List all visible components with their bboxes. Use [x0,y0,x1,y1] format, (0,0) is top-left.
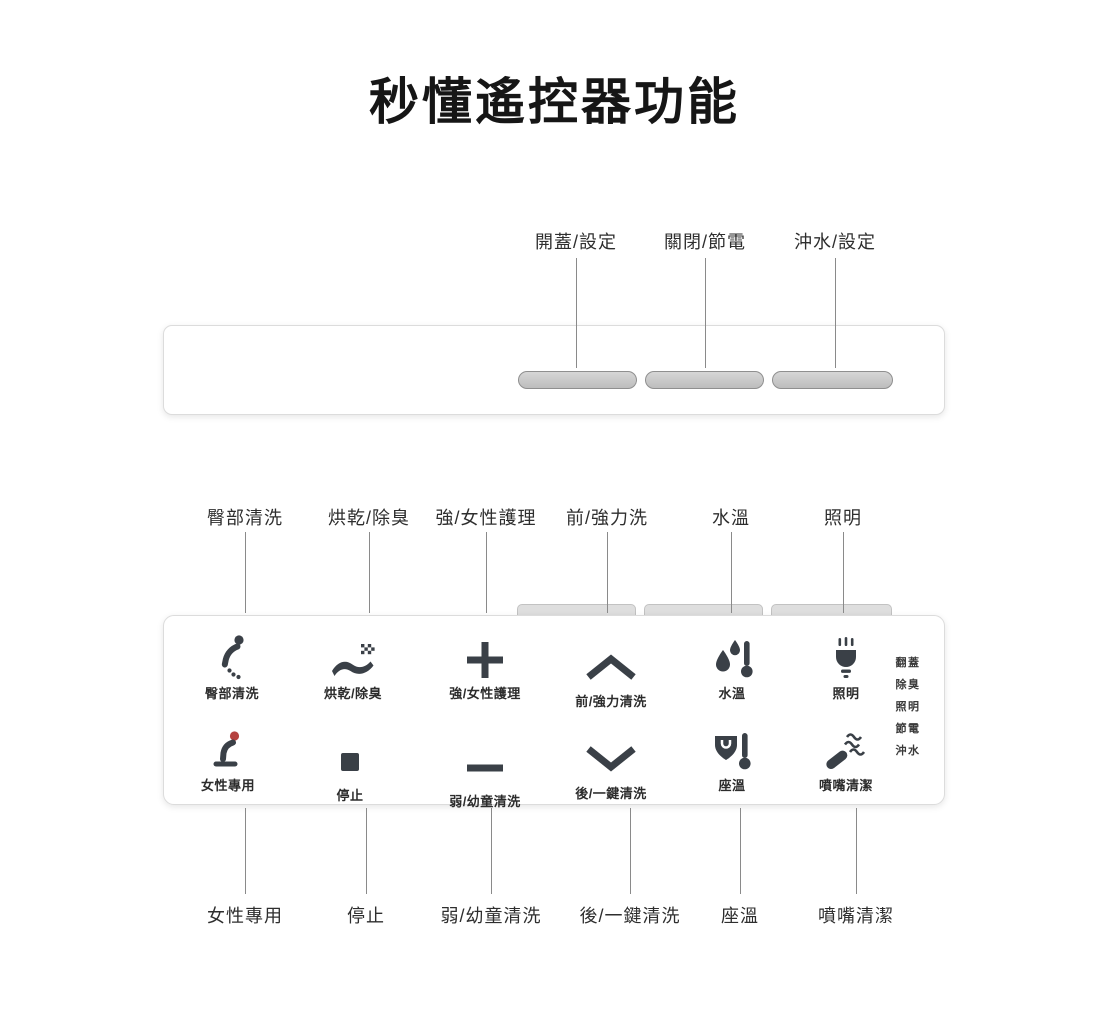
callout-line [486,532,487,613]
strong-feminine-care-button[interactable]: 強/女性護理 [427,632,543,702]
nozzle-clean-button[interactable]: 噴嘴清潔 [788,724,904,794]
callout-open-lid-set: 開蓋/設定 [534,232,618,252]
feminine-wash-button[interactable]: 女性專用 [170,724,286,794]
callout-line [731,532,732,613]
side-label-light: 照明 [895,701,921,713]
nozzle-clean-icon [823,724,869,772]
flush-set-button[interactable] [772,371,893,389]
seat-temp-button[interactable]: 座溫 [674,724,790,794]
callout-rear-wash: 臀部清洗 [207,508,283,528]
button-label: 停止 [336,788,364,803]
button-label: 前/強力清洗 [575,694,647,709]
rear-wash-icon [212,632,252,680]
open-lid-set-button[interactable] [518,371,637,389]
side-label-column: 翻蓋 除臭 照明 節電 沖水 [880,652,936,762]
dry-deodorize-icon [330,632,376,680]
callout-dry-deodorize: 烘乾/除臭 [327,508,411,528]
rear-wash-button[interactable]: 臀部清洗 [174,632,290,702]
stop-button[interactable]: 停止 [292,724,408,804]
callout-nozzle-clean: 噴嘴清潔 [818,906,894,926]
callout-flush-set: 沖水/設定 [793,232,877,252]
plus-icon [466,632,504,680]
callout-line [366,808,367,894]
button-label: 強/女性護理 [449,686,521,701]
callout-line [245,808,246,894]
front-strong-wash-button[interactable]: 前/強力清洗 [553,632,669,710]
button-label: 弱/幼童清洗 [449,794,521,809]
page-title: 秒懂遙控器功能 [369,74,740,130]
callout-line [705,258,706,368]
callout-line [491,808,492,894]
callout-close-power-save: 關閉/節電 [663,232,747,252]
callout-line [369,532,370,613]
callout-line [740,808,741,894]
water-temp-button[interactable]: 水溫 [674,632,790,702]
close-power-save-button[interactable] [645,371,764,389]
remote-main-panel: 臀部清洗 烘乾/除臭 強/女性護理 [163,615,945,809]
callout-weak-child-wash: 弱/幼童清洗 [440,906,542,926]
callout-line [630,808,631,894]
stop-icon [340,724,360,782]
callout-line [245,532,246,613]
callout-light: 照明 [824,508,862,528]
callout-back-one-key-wash: 後/一鍵清洗 [579,906,681,926]
callout-feminine-wash: 女性專用 [207,906,283,926]
button-label: 烘乾/除臭 [323,686,383,701]
callout-stop: 停止 [347,906,385,926]
side-label-power-save: 節電 [895,723,921,735]
callout-line [856,808,857,894]
callout-line [576,258,577,368]
button-label: 後/一鍵清洗 [575,786,647,801]
water-temperature-icon [710,632,754,680]
button-label: 臀部清洗 [204,686,259,701]
callout-seat-temp: 座溫 [721,906,759,926]
weak-child-wash-button[interactable]: 弱/幼童清洗 [427,724,543,810]
light-button[interactable]: 照明 [788,632,904,702]
seat-temperature-icon [710,724,754,772]
button-label: 噴嘴清潔 [818,778,873,793]
side-label-deodorize: 除臭 [895,679,921,691]
back-one-key-wash-button[interactable]: 後/一鍵清洗 [553,724,669,802]
side-label-lid: 翻蓋 [895,657,921,669]
dry-deodorize-button[interactable]: 烘乾/除臭 [295,632,411,702]
callout-line [607,532,608,613]
callout-line [835,258,836,368]
callout-water-temp: 水溫 [712,508,750,528]
button-label: 水溫 [718,686,746,701]
chevron-down-icon [585,724,637,780]
button-label: 女性專用 [200,778,255,793]
callout-line [843,532,844,613]
chevron-up-icon [585,632,637,688]
button-label: 座溫 [718,778,746,793]
side-label-flush: 沖水 [895,745,921,757]
callout-front-strong-wash: 前/強力洗 [565,508,649,528]
feminine-wash-icon [208,724,248,772]
minus-icon [466,724,504,788]
button-label: 照明 [832,686,860,701]
remote-top-panel [163,325,945,415]
callout-strong-feminine-care: 強/女性護理 [435,508,537,528]
light-icon [829,632,863,680]
